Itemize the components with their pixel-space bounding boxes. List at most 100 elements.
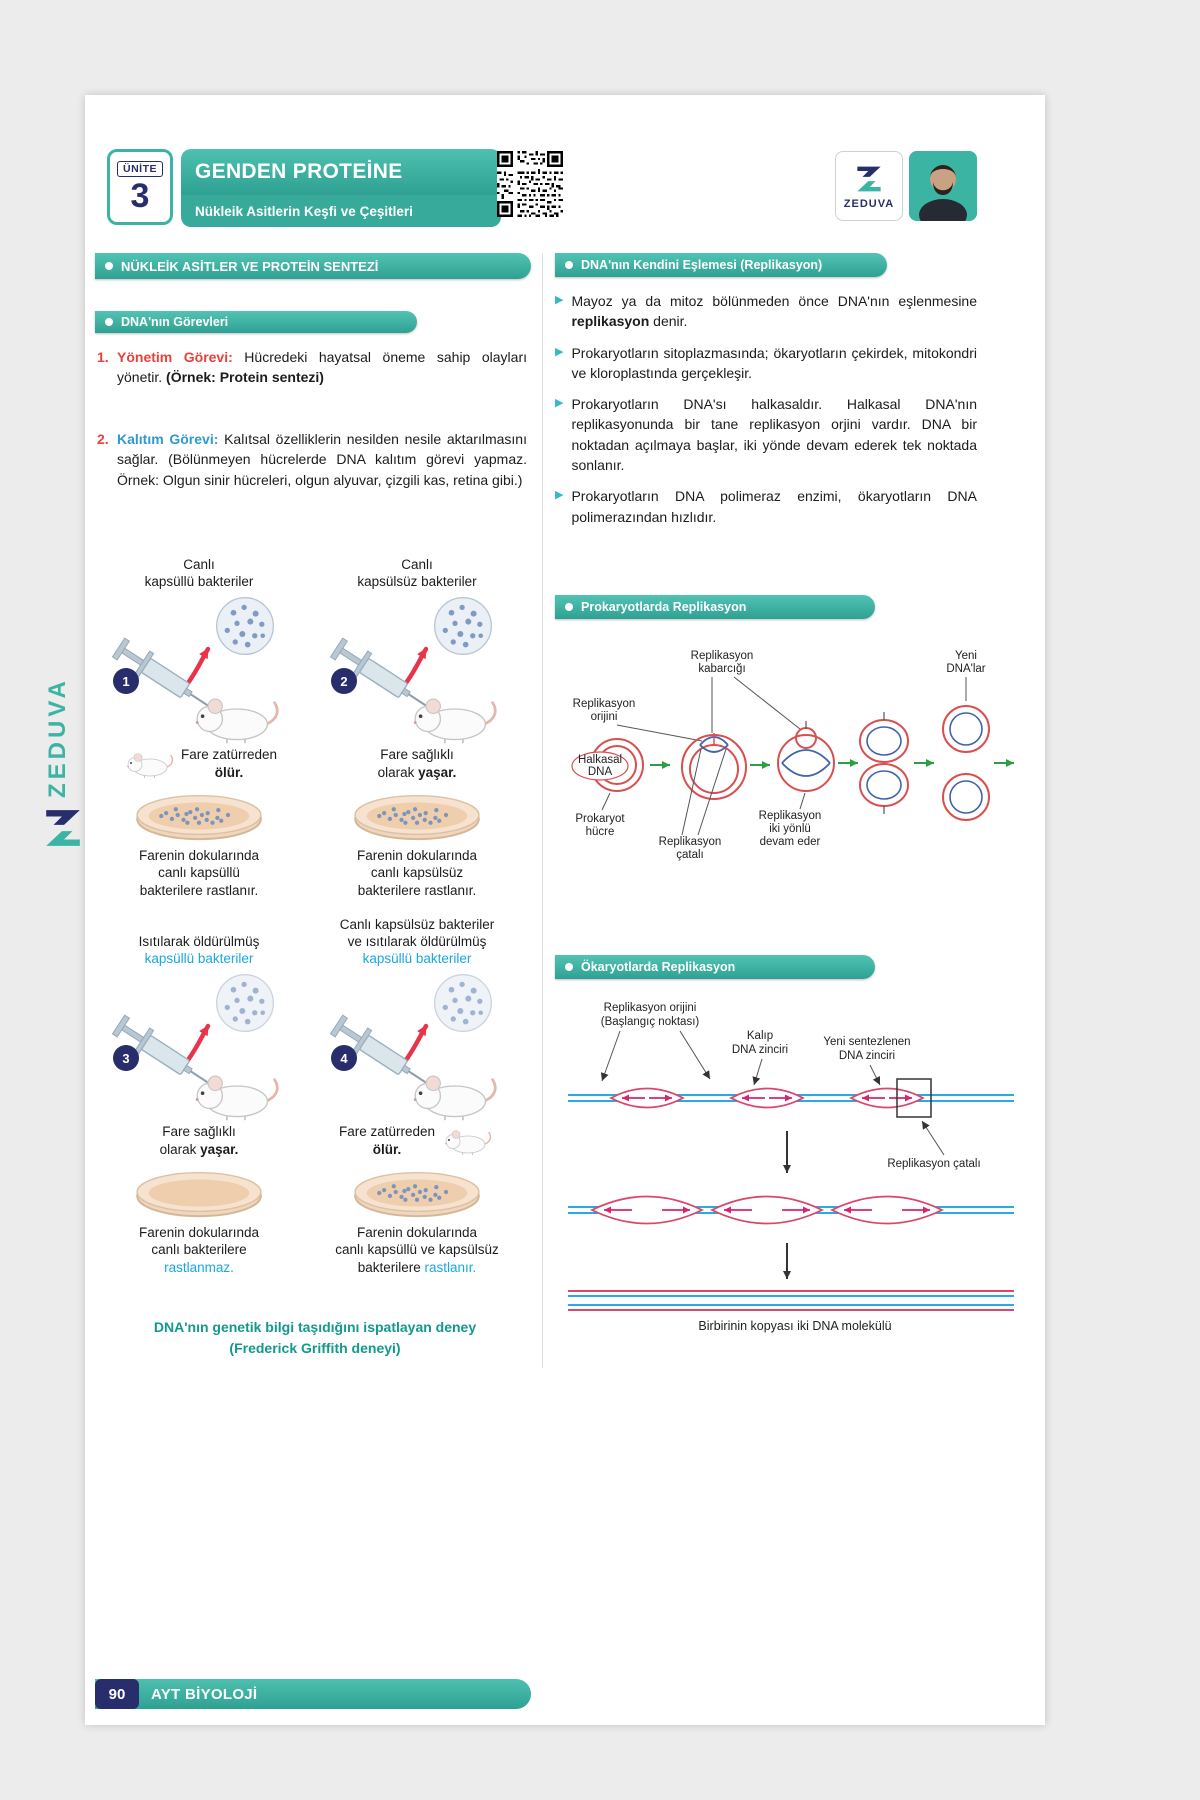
- triangle-bullet-icon: ▶: [555, 489, 564, 502]
- bullet-item: ▶ Prokaryotların sitoplazmasında; ökaryo…: [555, 343, 977, 384]
- item-bold-tail: (Örnek: Protein sentezi): [166, 369, 324, 386]
- bullet-dot-icon: [565, 963, 573, 971]
- section-header-nucleic-acids: NÜKLEİK ASİTLER VE PROTEİN SENTEZİ: [95, 253, 531, 279]
- experiment-top-label: Canlı kapsülsüz bakteriler ve ısıtılarak…: [339, 917, 495, 967]
- svg-text:çatalı: çatalı: [676, 849, 704, 861]
- experiment-bottom-label: Farenin dokularında canlı kapsüllü bakte…: [138, 848, 260, 898]
- injection-graphic: 4: [327, 973, 497, 1122]
- svg-text:DNA zinciri: DNA zinciri: [839, 1050, 895, 1062]
- experiment-quadrant-4: Canlı kapsülsüz bakteriler ve ısıtılarak…: [317, 915, 517, 1276]
- prokaryote-replication-diagram: Replikasyon orijini Replikasyon kabarcığ…: [571, 650, 1014, 861]
- bullet-item: ▶ Prokaryotların DNA'sı halkasaldır. Hal…: [555, 394, 977, 475]
- experiment-quadrant-2: Canlı kapsülsüz bakteriler 2 Fare sağlık…: [317, 555, 517, 899]
- avatar-image: [909, 151, 977, 221]
- side-brand-vertical: ZEDUVA: [44, 677, 71, 798]
- brand-name: ZEDUVA: [843, 197, 895, 210]
- section-title: DNA'nın Kendini Eşlemesi (Replikasyon): [581, 258, 823, 272]
- svg-text:Halkasal: Halkasal: [578, 754, 622, 766]
- bullet-dot-icon: [565, 603, 573, 611]
- experiment-bottom-label: Farenin dokularında canlı bakterilere ra…: [138, 1225, 260, 1275]
- svg-text:hücre: hücre: [586, 826, 615, 838]
- svg-text:Kalıp: Kalıp: [747, 1030, 773, 1042]
- bullet-dot-icon: [105, 262, 113, 270]
- svg-text:Yeni sentezlenen: Yeni sentezlenen: [823, 1036, 910, 1048]
- experiment-caption: DNA'nın genetik bilgi taşıdığını ispatla…: [153, 1319, 477, 1356]
- footer-bar: 90 AYT BİYOLOJİ: [95, 1679, 531, 1709]
- zeduva-logo-icon: [46, 810, 80, 846]
- experiment-quadrant-1: Canlı kapsüllü bakteriler 1 Fare zatürre…: [99, 555, 299, 899]
- svg-text:Replikasyon orijini: Replikasyon orijini: [604, 1002, 697, 1014]
- svg-text:orijini: orijini: [591, 711, 618, 723]
- subsection-title: DNA'nın Görevleri: [121, 315, 229, 329]
- svg-text:2: 2: [340, 674, 347, 689]
- svg-text:Yeni: Yeni: [955, 650, 977, 662]
- replication-bullets: ▶ Mayoz ya da mitoz bölünmeden önce DNA'…: [555, 291, 977, 527]
- experiment-quadrant-3: Isıtılarak öldürülmüş kapsüllü bakterile…: [99, 915, 299, 1276]
- footer-label: AYT BİYOLOJİ: [151, 1685, 258, 1703]
- experiment-bottom-label: Farenin dokularında canlı kapsüllü ve ka…: [335, 1225, 499, 1275]
- unit-label: ÜNİTE: [117, 161, 163, 177]
- svg-text:DNA: DNA: [588, 766, 613, 778]
- svg-text:kabarcığı: kabarcığı: [698, 663, 745, 675]
- svg-text:iki yönlü: iki yönlü: [769, 823, 811, 835]
- zeduva-logo-icon: [857, 166, 881, 191]
- petri-dish-icon: [347, 1163, 487, 1221]
- section-header-replication: DNA'nın Kendini Eşlemesi (Replikasyon): [555, 253, 887, 277]
- petri-dish-icon: [347, 786, 487, 844]
- duty-item-2: 2. Kalıtım Görevi: Kalıtsal özelliklerin…: [95, 429, 527, 490]
- item-lead: Kalıtım Görevi:: [117, 431, 219, 447]
- svg-text:Replikasyon: Replikasyon: [659, 836, 722, 848]
- svg-text:Prokaryot: Prokaryot: [575, 813, 625, 825]
- injection-graphic: 2: [327, 596, 497, 745]
- svg-text:3: 3: [122, 1051, 129, 1066]
- triangle-bullet-icon: ▶: [555, 294, 564, 306]
- section-header-eukaryote-replication: Ökaryotlarda Replikasyon: [555, 955, 875, 979]
- item-number: 1.: [97, 349, 109, 365]
- header-title-block: GENDEN PROTEİNE Nükleik Asitlerin Keşfi …: [181, 149, 501, 227]
- experiment-top-label: Canlı kapsülsüz bakteriler: [357, 557, 477, 590]
- svg-text:devam eder: devam eder: [760, 836, 821, 848]
- svg-text:DNA'lar: DNA'lar: [946, 663, 985, 675]
- triangle-bullet-icon: ▶: [555, 397, 564, 410]
- mouse-icon: [121, 749, 177, 779]
- qr-code: [497, 151, 563, 217]
- svg-text:1: 1: [122, 674, 129, 689]
- injection-graphic: 3: [109, 973, 279, 1122]
- mouse-icon: [439, 1126, 495, 1156]
- item-lead: Yönetim Görevi:: [117, 349, 233, 365]
- page-subtitle: Nükleik Asitlerin Keşfi ve Çeşitleri: [181, 195, 501, 227]
- duty-item-1: 1. Yönetim Görevi: Hücredeki hayatsal ön…: [95, 347, 527, 388]
- zeduva-logo-box: ZEDUVA: [835, 151, 903, 221]
- page-number: 90: [95, 1679, 139, 1709]
- bullet-item: ▶ Prokaryotların DNA polimeraz enzimi, ö…: [555, 486, 977, 527]
- page: ÜNİTE 3 GENDEN PROTEİNE Nükleik Asitleri…: [85, 95, 1045, 1725]
- svg-text:Replikasyon: Replikasyon: [759, 810, 822, 822]
- petri-dish-icon: [129, 1163, 269, 1221]
- svg-text:DNA zinciri: DNA zinciri: [732, 1044, 788, 1056]
- bullet-item: ▶ Mayoz ya da mitoz bölünmeden önce DNA'…: [555, 291, 977, 332]
- svg-text:Replikasyon: Replikasyon: [573, 698, 636, 710]
- section-header-prokaryote-replication: Prokaryotlarda Replikasyon: [555, 595, 875, 619]
- triangle-bullet-icon: ▶: [555, 345, 564, 358]
- item-body: Kalıtsal özelliklerin nesilden nesile ak…: [117, 431, 527, 488]
- unit-number: 3: [130, 177, 150, 215]
- eukaryote-replication-diagram: Replikasyon orijini (Başlangıç noktası) …: [568, 1002, 1014, 1311]
- item-number: 2.: [97, 431, 109, 447]
- bullet-dot-icon: [565, 261, 573, 269]
- svg-text:(Başlangıç noktası): (Başlangıç noktası): [601, 1016, 700, 1028]
- column-divider: [542, 253, 543, 1368]
- petri-dish-icon: [129, 786, 269, 844]
- page-title: GENDEN PROTEİNE: [181, 149, 501, 195]
- subsection-header-dna-duties: DNA'nın Görevleri: [95, 311, 417, 333]
- injection-graphic: 1: [109, 596, 279, 745]
- section-title: NÜKLEİK ASİTLER VE PROTEİN SENTEZİ: [121, 258, 379, 274]
- svg-text:4: 4: [340, 1051, 348, 1066]
- section-title: Ökaryotlarda Replikasyon: [581, 960, 736, 974]
- svg-text:Replikasyon çatalı: Replikasyon çatalı: [887, 1158, 980, 1170]
- bullet-dot-icon: [105, 318, 113, 326]
